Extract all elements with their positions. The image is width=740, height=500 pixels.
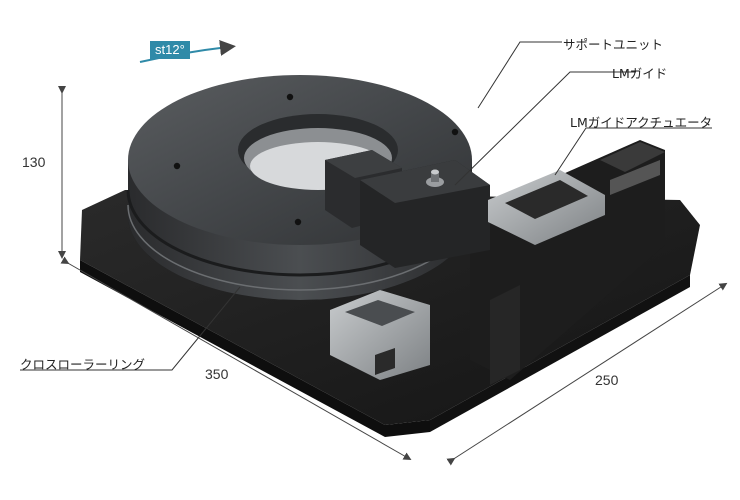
leader-lm-guide-actuator [554, 127, 712, 176]
lm-guide-frame [488, 170, 605, 245]
dim-height: 130 [22, 154, 46, 170]
dim-width: 250 [595, 372, 619, 388]
label-cross-roller-ring: クロスローラーリング [20, 357, 146, 372]
leader-support-unit [477, 41, 562, 109]
support-unit [325, 150, 490, 268]
label-lm-guide: LMガイド [612, 66, 668, 81]
dimension-lines [58, 86, 728, 466]
label-lm-guide-actuator: LMガイドアクチュエータ [570, 115, 713, 130]
leader-lm-guide [454, 71, 636, 186]
dim-length: 350 [205, 366, 229, 382]
dim-line-length [60, 256, 412, 460]
stroke-badge: st12° [150, 41, 190, 59]
dim-line-width [446, 282, 728, 466]
label-support-unit: サポートユニット [563, 37, 664, 52]
